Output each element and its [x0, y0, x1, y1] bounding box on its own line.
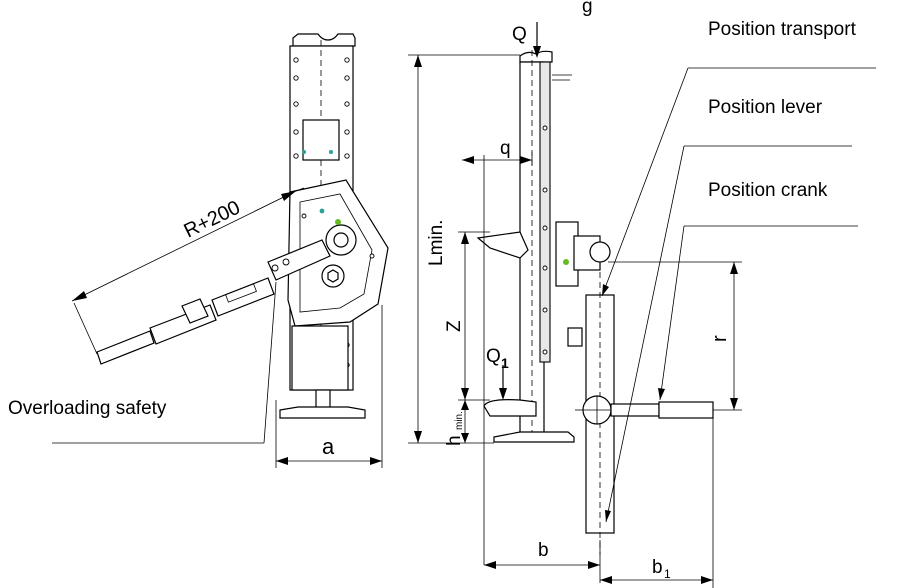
callout-position-lever: Position lever	[605, 97, 852, 523]
dimension-b1: b 1	[600, 418, 714, 588]
toe-claw	[483, 399, 537, 417]
front-lever	[96, 239, 331, 365]
dimension-l-min: Lmin.	[408, 54, 520, 444]
front-view	[96, 33, 389, 420]
position-transport-label: Position transport	[708, 19, 857, 40]
q-top-label: Q	[512, 24, 527, 45]
q-small-label: q	[500, 138, 511, 159]
a-label: a	[322, 434, 335, 459]
side-view	[476, 50, 714, 555]
b1-subscript: 1	[664, 567, 671, 581]
dimension-q: q	[462, 138, 533, 565]
crank-handle	[658, 401, 714, 419]
front-lower-tube	[291, 325, 349, 391]
load-q-top: Q	[512, 22, 541, 58]
r-plus-200-label: R+200	[181, 197, 244, 243]
position-lever-label: Position lever	[708, 97, 823, 118]
h-min-subscript: min.	[454, 411, 465, 430]
side-bolts	[542, 125, 548, 355]
side-foot	[493, 431, 575, 443]
position-crank-label: Position crank	[708, 180, 828, 201]
r-label: r	[709, 335, 731, 342]
b-label: b	[538, 540, 549, 561]
cropped-top-text: g	[582, 0, 593, 17]
dimension-h-min: h min.	[444, 400, 469, 446]
dimension-z: Z	[444, 231, 490, 401]
front-window	[302, 119, 340, 161]
z-label: Z	[444, 320, 465, 332]
q1-label: Q	[486, 346, 501, 367]
dimension-a: a	[275, 305, 383, 468]
overloading-safety-label: Overloading safety	[8, 398, 167, 419]
overloading-safety-callout: Overloading safety	[8, 281, 277, 444]
callout-position-crank: Position crank	[658, 180, 858, 401]
callout-position-transport: Position transport	[601, 19, 876, 297]
crank-arm	[610, 403, 660, 417]
q1-subscript: 1	[501, 355, 509, 371]
top-claw	[476, 231, 529, 259]
front-foot	[279, 406, 366, 419]
h-min-label: h	[444, 435, 465, 446]
b1-label: b	[652, 557, 663, 578]
dimension-b: b	[484, 540, 601, 583]
load-q1: Q 1	[486, 346, 509, 400]
l-min-label: Lmin.	[426, 220, 447, 266]
dimension-r: r	[608, 261, 742, 411]
front-head	[292, 33, 356, 47]
